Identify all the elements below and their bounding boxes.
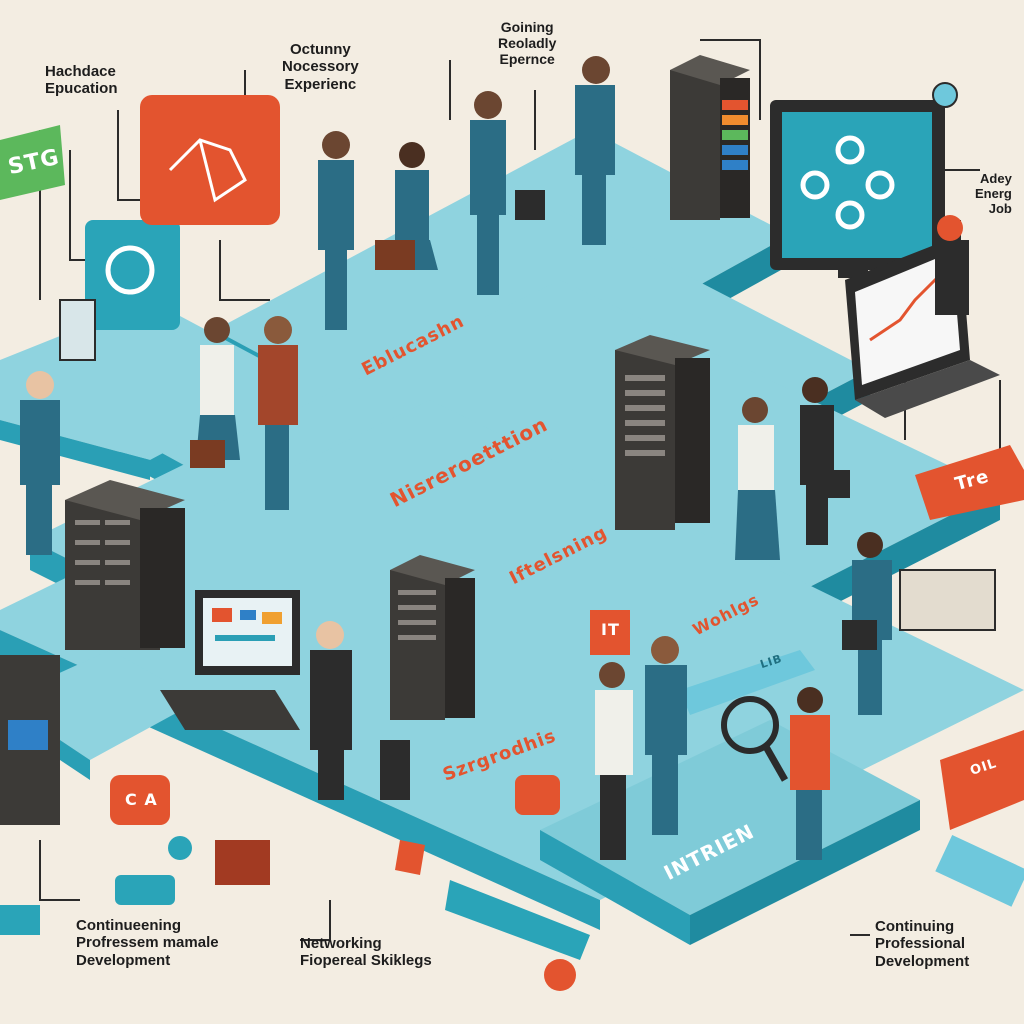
label-continuing-professional-development: Continuing Professional Development (875, 918, 970, 970)
server-rack-bottom-left (0, 655, 60, 825)
server-rack-center (390, 555, 475, 720)
server-rack-left (65, 480, 185, 650)
blue-tag-center (680, 650, 815, 715)
connector-lines (39, 39, 1001, 941)
monitor-center (160, 590, 300, 730)
label-high-school-education: Hachdace Epucation (45, 63, 118, 98)
ca-badge-text: C A (125, 790, 158, 809)
server-rack-middle (615, 335, 710, 530)
it-badge (590, 610, 630, 655)
red-card-bottom-right (940, 730, 1024, 830)
it-badge-text: IT (601, 620, 620, 639)
red-tag-right (915, 445, 1024, 520)
red-network-sign (140, 95, 280, 225)
label-continuing-development-left: Continueening Profressem mamale Developm… (76, 917, 219, 969)
props (0, 82, 1024, 991)
green-sign (0, 125, 65, 200)
monitor-right (770, 100, 945, 278)
label-entry-level-job: Adey Energ Job (975, 171, 1012, 216)
orange-shield-badge (515, 775, 560, 815)
label-networking-skills: Networking Fiopereal Skiklegs (300, 935, 432, 970)
people-figures (20, 56, 969, 860)
label-gaining-experience: Goining Reoladly Epernce (498, 19, 557, 68)
ca-badge (110, 775, 170, 825)
tablet-left (59, 220, 180, 361)
blue-banner-bottom (445, 880, 590, 960)
label-obtaining-experience: Octunny Nocessory Experienc (282, 41, 359, 93)
server-rack-top (670, 55, 750, 220)
